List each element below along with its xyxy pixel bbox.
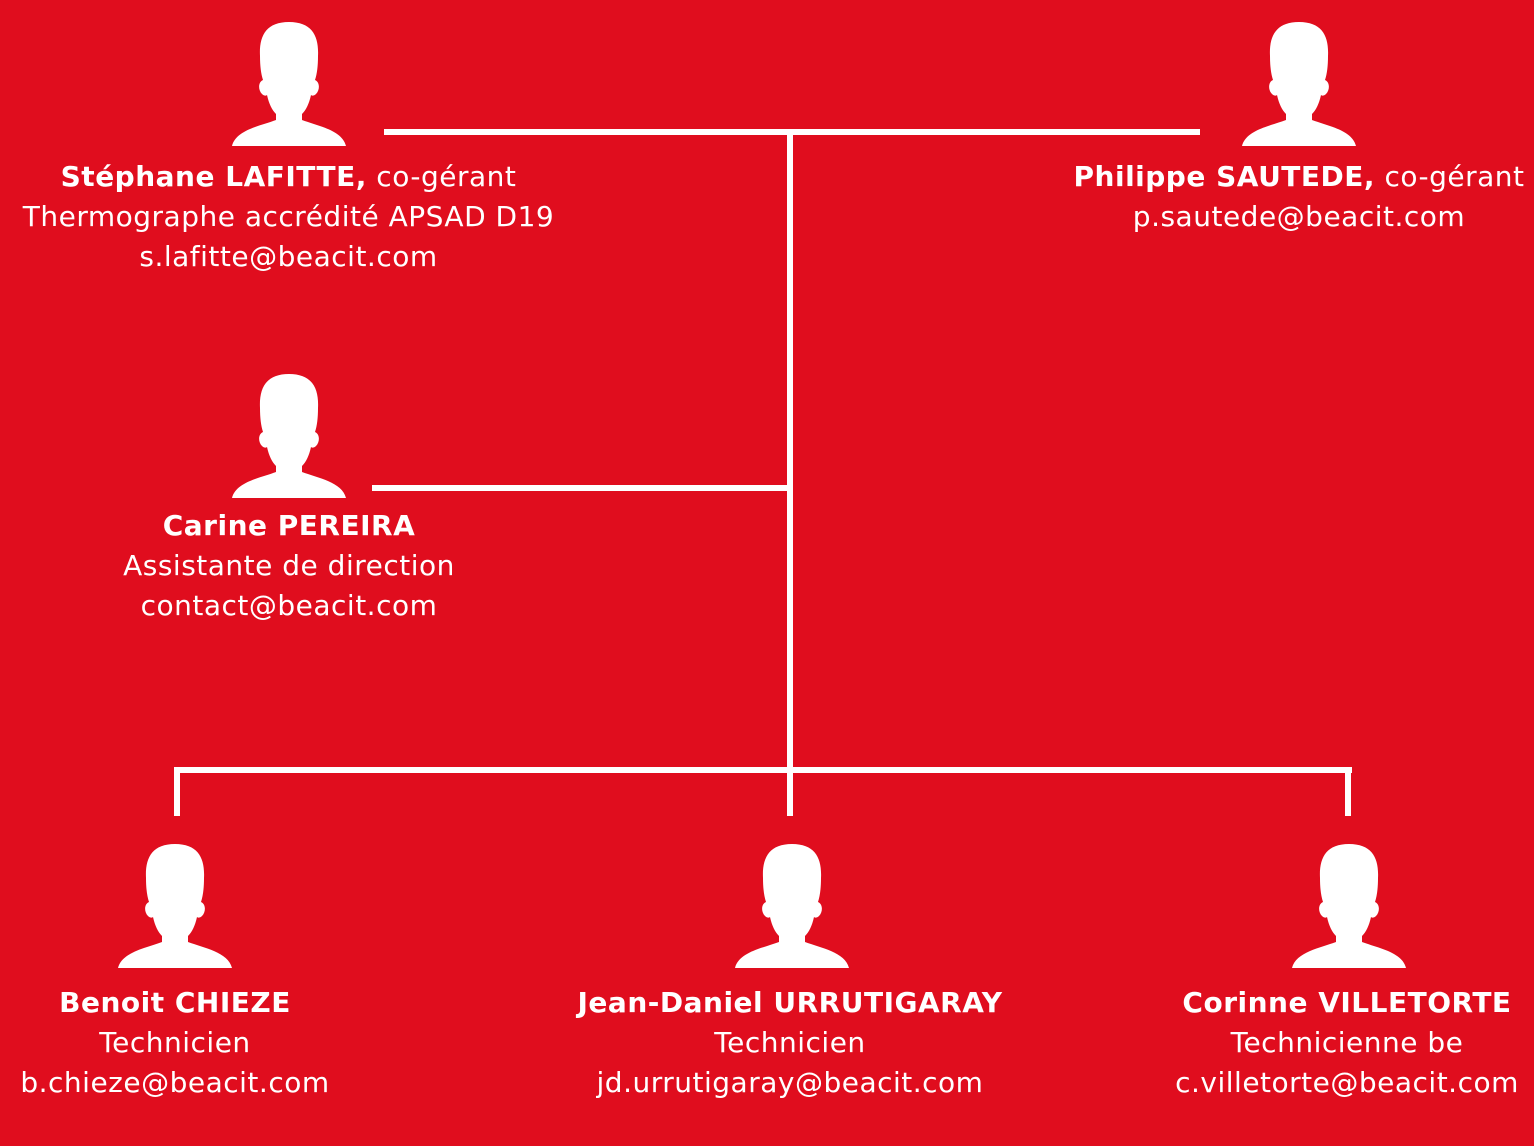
person-role: co-gérant xyxy=(376,160,517,193)
person-silhouette-icon xyxy=(230,22,348,146)
person-card-chieze: Benoit CHIEZE Technicien b.chieze@beacit… xyxy=(0,983,350,1103)
person-card-sautede: Philippe SAUTEDE, co-gérant p.sautede@be… xyxy=(1070,157,1528,237)
person-title: Assistante de direction xyxy=(123,549,455,582)
person-title: Technicien xyxy=(714,1026,866,1059)
person-card-villetorte: Corinne VILLETORTE Technicienne be c.vil… xyxy=(1160,983,1534,1103)
person-role: co-gérant xyxy=(1384,160,1525,193)
person-title: Technicienne be xyxy=(1230,1026,1464,1059)
person-silhouette-icon xyxy=(1240,22,1358,146)
person-title: Thermographe accrédité APSAD D19 xyxy=(22,200,555,233)
person-email: c.villetorte@beacit.com xyxy=(1175,1066,1519,1099)
person-title: Technicien xyxy=(99,1026,251,1059)
person-name: Stéphane LAFITTE, xyxy=(60,160,367,193)
person-silhouette-icon xyxy=(733,844,851,968)
person-silhouette-icon xyxy=(230,374,348,498)
person-email: s.lafitte@beacit.com xyxy=(139,240,438,273)
person-card-pereira: Carine PEREIRA Assistante de direction c… xyxy=(80,506,498,626)
person-silhouette-icon xyxy=(1290,844,1408,968)
person-email: jd.urrutigaray@beacit.com xyxy=(596,1066,984,1099)
person-card-lafitte: Stéphane LAFITTE, co-gérant Thermographe… xyxy=(0,157,577,277)
person-silhouette-icon xyxy=(116,844,234,968)
person-name: Corinne VILLETORTE xyxy=(1182,986,1512,1019)
person-email: p.sautede@beacit.com xyxy=(1132,200,1466,233)
person-name: Philippe SAUTEDE, xyxy=(1073,160,1376,193)
person-email: b.chieze@beacit.com xyxy=(20,1066,330,1099)
person-name: Benoit CHIEZE xyxy=(59,986,291,1019)
person-email: contact@beacit.com xyxy=(140,589,438,622)
person-card-urrutigaray: Jean-Daniel URRUTIGARAY Technicien jd.ur… xyxy=(560,983,1020,1103)
person-name: Carine PEREIRA xyxy=(162,509,416,542)
person-name: Jean-Daniel URRUTIGARAY xyxy=(577,986,1003,1019)
